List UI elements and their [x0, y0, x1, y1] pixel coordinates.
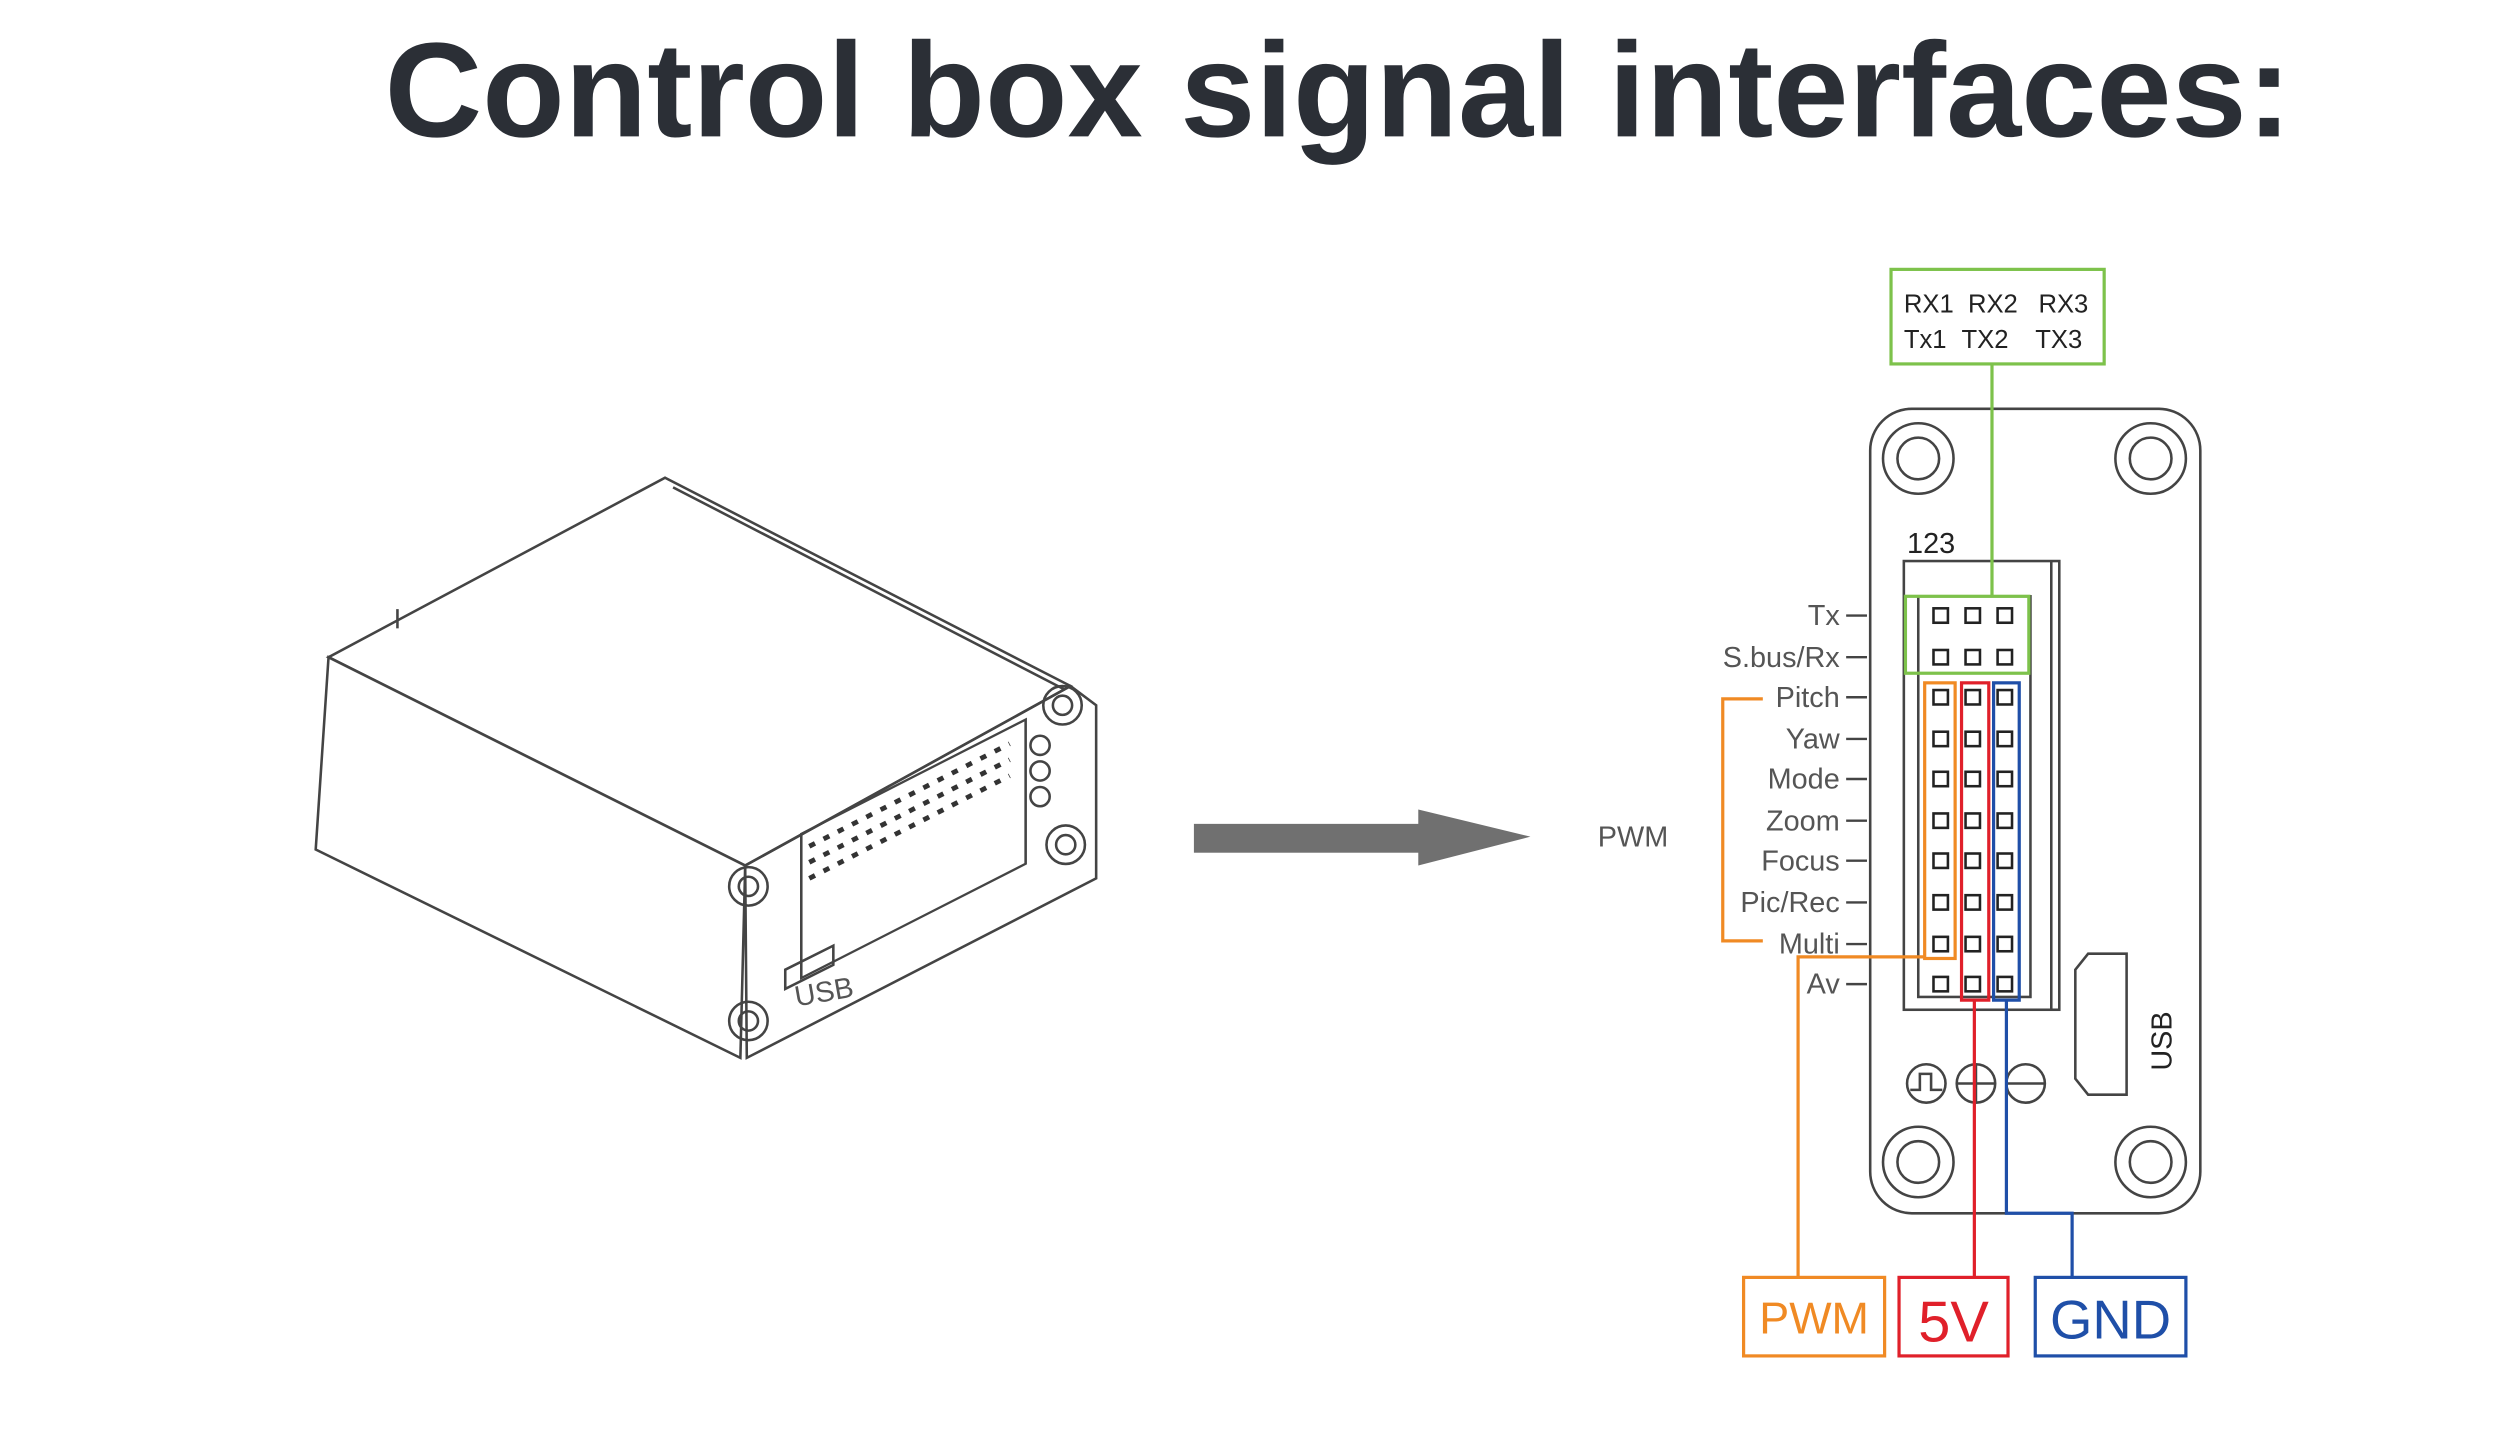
pin-header — [1932, 607, 2014, 993]
header-pin — [1932, 893, 1950, 911]
header-pin — [1996, 852, 2014, 870]
uart-tx2: TX2 — [1962, 326, 2009, 354]
header-pin — [1932, 648, 1950, 666]
gnd-wire — [2004, 1000, 2074, 1278]
header-pin — [1996, 893, 2014, 911]
legend-gnd-text: GND — [2050, 1289, 2171, 1350]
uart-rx2: RX2 — [1968, 291, 2018, 319]
header-pin — [1964, 607, 1982, 625]
header-pin — [1964, 812, 1982, 830]
control-box-illustration — [314, 476, 1098, 1060]
legend-gnd: GND — [2033, 1275, 2188, 1358]
header-pin — [1996, 812, 2014, 830]
header-pin — [1932, 852, 1950, 870]
pwm-column-highlight — [1923, 681, 1957, 961]
usb-label: USB — [2146, 1011, 2178, 1070]
pin-label: Focus — [1761, 845, 1840, 877]
uart-box — [1889, 267, 2106, 366]
header-pin — [1964, 730, 1982, 748]
usb-port — [2074, 952, 2128, 1096]
header-pin — [1932, 812, 1950, 830]
header-pin — [1964, 688, 1982, 706]
legend-5v: 5V — [1897, 1275, 2010, 1358]
header-pin — [1932, 607, 1950, 625]
pin-labels: TxS.bus/RxPitchYawModeZoomFocusPic/RecMu… — [1723, 600, 1867, 1001]
header-pin — [1964, 975, 1982, 993]
uart-highlight — [1903, 594, 2031, 675]
legend-pwm: PWM — [1741, 1275, 1887, 1358]
header-pin — [1964, 893, 1982, 911]
pwm-bracket — [1721, 697, 1763, 943]
header-pin — [1932, 730, 1950, 748]
connector-number: 123 — [1907, 528, 1955, 560]
uart-tx1: Tx1 — [1904, 326, 1947, 354]
header-pin — [1996, 607, 2014, 625]
pin-label: Av — [1807, 969, 1841, 1001]
legend-pwm-text: PWM — [1759, 1292, 1869, 1343]
pwm-wire — [1796, 955, 1925, 1278]
header-pin — [1932, 975, 1950, 993]
pin-label: Tx — [1808, 600, 1841, 632]
header-pin — [1996, 688, 2014, 706]
uart-tx3: TX3 — [2035, 326, 2082, 354]
pin-label: Mode — [1768, 764, 1840, 796]
page-title: Control box signal interfaces: — [385, 14, 2292, 165]
header-pin — [1964, 852, 1982, 870]
header-pin — [1964, 648, 1982, 666]
header-pin — [1932, 935, 1950, 953]
uart-rx3: RX3 — [2038, 291, 2088, 319]
header-pin — [1996, 648, 2014, 666]
header-pin — [1932, 688, 1950, 706]
header-pin — [1996, 935, 2014, 953]
pin-label: Yaw — [1786, 724, 1840, 756]
header-pin — [1932, 770, 1950, 788]
pin-label: Pitch — [1776, 682, 1840, 714]
uart-rx1: RX1 — [1904, 291, 1954, 319]
pin-label: S.bus/Rx — [1723, 642, 1841, 674]
header-pin — [1964, 935, 1982, 953]
header-pin — [1996, 975, 2014, 993]
header-pin — [1996, 770, 2014, 788]
header-pin — [1996, 730, 2014, 748]
pin-label: Zoom — [1766, 805, 1840, 837]
legend-5v-text: 5V — [1918, 1290, 1989, 1354]
pwm-group-label: PWM — [1598, 821, 1668, 853]
pin-label: Pic/Rec — [1740, 887, 1839, 919]
header-pin — [1964, 770, 1982, 788]
arrow-right-icon — [1193, 809, 1531, 866]
